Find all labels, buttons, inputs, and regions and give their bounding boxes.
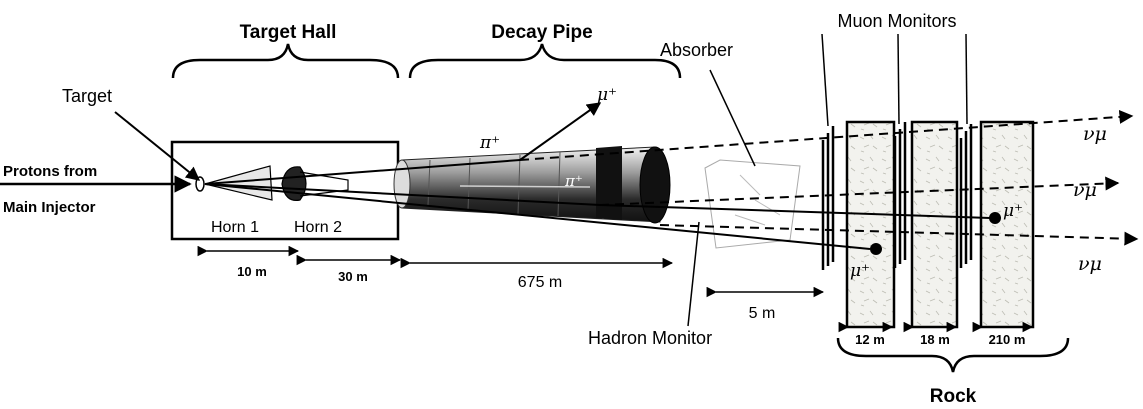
decay-pipe-label: Decay Pipe — [491, 22, 592, 43]
neutrino-track-3 — [659, 224, 1139, 246]
horn-1 — [204, 165, 273, 201]
muon-track-low — [204, 183, 871, 250]
muon-stop-low — [870, 243, 882, 255]
muon-monitor-1 — [821, 126, 835, 270]
pion-track-upper — [204, 159, 521, 185]
hadron-monitor-label: Hadron Monitor — [588, 328, 712, 348]
rock-label: Rock — [930, 386, 977, 407]
absorber-label: Absorber — [660, 40, 733, 60]
pion-label: π⁺ — [479, 133, 500, 153]
muon-label-low: μ⁺ — [850, 261, 870, 281]
horn-2-label: Horn 2 — [294, 219, 342, 236]
muon-label-mid: μ⁺ — [1003, 201, 1023, 221]
decay-pipe-body — [393, 146, 671, 224]
target-hall-label: Target Hall — [240, 22, 337, 43]
horn-1-label: Horn 1 — [211, 219, 259, 236]
dim-label-675m: 675 m — [518, 274, 562, 291]
hadron-monitor-pointer — [687, 221, 700, 327]
muon-track-mid — [599, 204, 991, 219]
dim-label-18m: 18 m — [920, 332, 950, 347]
pion-label-inner: π⁺ — [564, 172, 583, 190]
target-pointer — [114, 111, 201, 181]
muon-label-top: μ⁺ — [597, 85, 617, 105]
muon-monitor-pointer-2 — [897, 33, 900, 125]
muon-monitor-pointer-3 — [965, 33, 968, 125]
dim-label-30m: 30 m — [338, 269, 368, 284]
neutrino-label-2: νμ — [1073, 179, 1097, 201]
neutrino-track-1 — [519, 109, 1134, 161]
dim-label-10m: 10 m — [237, 264, 267, 279]
decay-pipe-brace — [408, 43, 682, 79]
absorber-pointer — [709, 69, 756, 167]
target-label: Target — [62, 86, 112, 106]
dim-label-5m: 5 m — [749, 305, 776, 322]
muon-monitor-3 — [959, 124, 973, 268]
dim-label-12m: 12 m — [855, 332, 885, 347]
neutrino-label-1: νμ — [1083, 123, 1107, 145]
protons-label-line1: Protons from — [3, 163, 97, 180]
neutrino-track-2 — [599, 176, 1120, 206]
rock-block-2 — [910, 120, 959, 329]
rock-block-1 — [845, 120, 896, 329]
muon-monitor-pointer-1 — [821, 33, 829, 127]
muon-monitor-2 — [893, 122, 907, 268]
muon-stop-mid — [989, 212, 1001, 224]
dim-label-210m: 210 m — [989, 332, 1026, 347]
protons-label-line2: Main Injector — [3, 199, 96, 216]
rock-block-3 — [979, 120, 1035, 329]
rock-brace — [836, 337, 1070, 373]
neutrino-label-3: νμ — [1078, 253, 1102, 275]
muon-monitors-label: Muon Monitors — [837, 11, 956, 31]
target-hall-brace — [171, 43, 400, 79]
muon-track-upper — [519, 102, 602, 161]
pion-track-lower — [204, 183, 601, 206]
